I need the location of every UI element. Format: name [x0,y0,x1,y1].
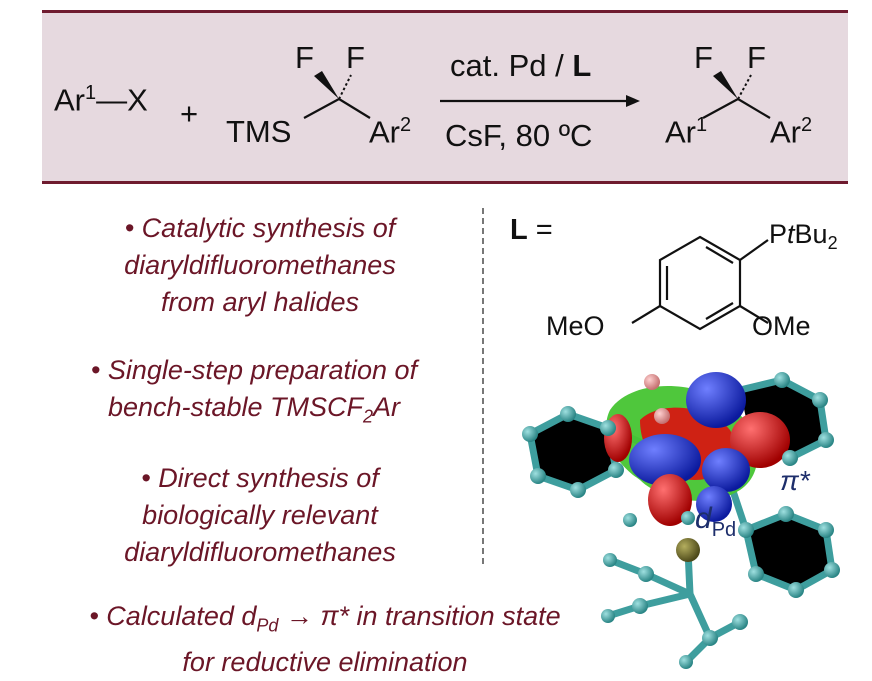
ligand-sub: 2 [828,233,838,253]
bullet3-line2: biologically relevant [142,500,378,530]
product-ar1-text: Ar [665,114,696,150]
conditions-ligand: L [572,48,592,83]
scheme-bonds [303,71,771,119]
reactant1-ar: Ar [54,82,85,118]
ligand-structure: L = PtBu2 MeO OMe [510,214,838,341]
conditions-below: CsF, 80 ºC [445,118,593,153]
bullet1-line1: • Catalytic synthesis of [124,213,396,243]
bullet2-line2-post: Ar [373,392,401,422]
bullet3-line3: diaryldifluoromethanes [124,537,396,567]
ts-fluorine-atom [644,374,660,390]
bullet2-line2-pre: bench-stable TMSCF [107,392,364,422]
ts-d-sub: Pd [712,519,736,541]
ts-palladium-atom [676,538,700,562]
conditions-catalyst: cat. Pd / [450,48,573,83]
product-ar2-text: Ar [770,114,801,150]
reactant2-sup: 2 [400,114,412,136]
ts-orbital-red-bottom [648,474,692,526]
bullet2-line2: bench-stable TMSCF2Ar [44,389,464,435]
reactant2-ar2: Ar2 [369,114,411,150]
ts-carbon-atoms [522,372,840,669]
transition-state-model: π* dPd [522,372,840,669]
ts-orbital-blue-bottom [696,486,732,522]
bullet-calculated-transition: • Calculated dPd → π* in transition stat… [20,598,630,681]
product-f1: F [694,40,713,75]
reaction-scheme-box [42,10,848,184]
bullet3-line1: • Direct synthesis of [141,463,379,493]
ts-orbital-blue-right [702,448,750,492]
product-ar1: Ar1 [665,114,707,150]
bullet4-line1-sub: Pd [256,615,279,636]
reactant2-ar: Ar [369,114,400,150]
ligand-label-bold: L [510,214,528,246]
reactant1-bond: — [96,82,128,118]
ligand-ome-right: OMe [752,311,811,341]
conditions-above: cat. Pd / L [450,48,591,84]
ligand-ome-left: MeO [546,311,605,341]
bullet-direct-synthesis: • Direct synthesis of biologically relev… [60,460,460,571]
ts-d-pd-label: dPd [695,502,736,541]
bullet4-line1: • Calculated dPd → π* in transition stat… [20,598,630,644]
ligand-label-eq: = [528,214,553,246]
dashed-divider [482,208,484,564]
plus-sign: + [180,96,199,131]
ligand-phosphine-group: PtBu2 [769,219,838,253]
reactant2-f2: F [346,40,365,75]
ts-fluorine-atom [654,408,670,424]
bullet2-line1: • Single-step preparation of [90,355,418,385]
ligand-p: P [769,219,787,249]
bullet1-line2: diaryldifluoromethanes [124,250,396,280]
product-sup1: 1 [696,114,708,136]
reactant2-f1: F [295,40,314,75]
reactant1-sup: 1 [85,82,97,104]
ts-orbital-red-right [730,412,790,468]
product-sup2: 2 [801,114,813,136]
bullet4-line1-pre: • Calculated d [89,601,257,631]
reactant2-tms: TMS [226,114,292,149]
bullet4-line2: for reductive elimination [182,647,468,678]
bullet-single-step: • Single-step preparation of bench-stabl… [44,352,464,435]
ligand-t: t [787,219,796,249]
reactant-aryl-halide: Ar1—X [54,82,148,118]
bullet-catalytic-synthesis: • Catalytic synthesis of diaryldifluorom… [60,210,460,321]
ligand-benzene-ring [631,235,769,331]
bullet2-line2-sub: 2 [363,406,374,427]
ligand-bu: Bu [795,219,828,249]
product-f2: F [747,40,766,75]
bullet4-line1-post: → π* in transition state [278,601,561,631]
ts-orbital-blue-center [629,434,701,486]
product-ar2: Ar2 [770,114,812,150]
ts-d-text: d [695,502,713,535]
reactant1-x: X [127,82,148,118]
bullet1-line3: from aryl halides [160,287,360,317]
ts-pi-star-label: π* [780,465,811,496]
ligand-label: L = [510,214,553,246]
ts-orbital-blue-top [686,372,746,428]
